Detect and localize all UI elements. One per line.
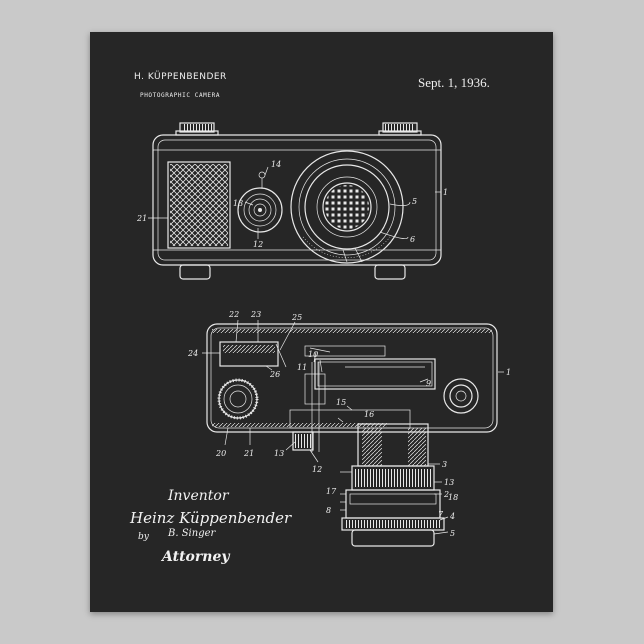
patent-poster: H. KÜPPENBENDER PHOTOGRAPHIC CAMERA Sept… <box>90 32 553 612</box>
right-top-knob <box>379 123 421 135</box>
fig2-ref-13b: 13 <box>274 449 284 458</box>
fig2-ref-10: 10 <box>308 350 318 359</box>
fig1-ref-21: 21 <box>136 214 147 223</box>
fig1-ref-12: 12 <box>253 240 263 249</box>
lens-assembly <box>291 151 403 263</box>
by-label: by <box>138 532 149 542</box>
fig2-ref-26: 26 <box>269 370 280 379</box>
attorney-label: Attorney <box>162 549 229 565</box>
fig2-ref-22: 22 <box>228 310 239 319</box>
exposure-dial <box>238 172 282 232</box>
figure-1-front-view: 1 5 6 21 13 12 14 <box>136 123 448 279</box>
film-chamber <box>315 359 435 389</box>
fig1-ref-13: 13 <box>233 199 243 208</box>
fig1-ref-1: 1 <box>443 188 448 197</box>
fig2-ref-18: 18 <box>448 493 458 502</box>
right-foot <box>375 265 405 279</box>
fig2-ref-1: 1 <box>506 368 511 377</box>
fig2-ref-12: 12 <box>312 465 322 474</box>
fig2-ref-4: 4 <box>449 512 455 521</box>
fig2-ref-23: 23 <box>250 310 261 319</box>
camera-housing-section <box>207 324 497 432</box>
dial-section <box>219 380 257 418</box>
fig2-ref-21: 21 <box>243 449 254 458</box>
fig1-ref-6: 6 <box>410 235 415 244</box>
fig2-ref-24: 24 <box>187 349 198 358</box>
fig2-ref-25: 25 <box>291 313 302 322</box>
fig2-ref-17: 17 <box>326 487 337 496</box>
fig2-ref-13: 13 <box>444 478 454 487</box>
fig2-ref-9: 9 <box>426 379 431 388</box>
lens-barrel-section <box>340 424 444 546</box>
fig2-ref-20: 20 <box>215 449 226 458</box>
fig2-ref-11: 11 <box>297 363 307 372</box>
fig2-ref-5: 5 <box>450 529 455 538</box>
fig1-ref-14: 14 <box>271 160 281 169</box>
attorney-signature: B. Singer <box>168 528 215 539</box>
fig2-ref-8: 8 <box>326 506 331 515</box>
fig2-ref-16: 16 <box>364 410 374 419</box>
left-foot <box>180 265 210 279</box>
fig2-ref-15: 15 <box>336 398 346 407</box>
inventor-label: Inventor <box>168 488 229 504</box>
side-wheel <box>444 379 478 413</box>
fig2-ref-3: 3 <box>442 460 447 469</box>
left-top-knob <box>176 123 218 135</box>
fig1-ref-5: 5 <box>412 197 417 206</box>
inventor-signature: Heinz Küppenbender <box>130 509 291 527</box>
